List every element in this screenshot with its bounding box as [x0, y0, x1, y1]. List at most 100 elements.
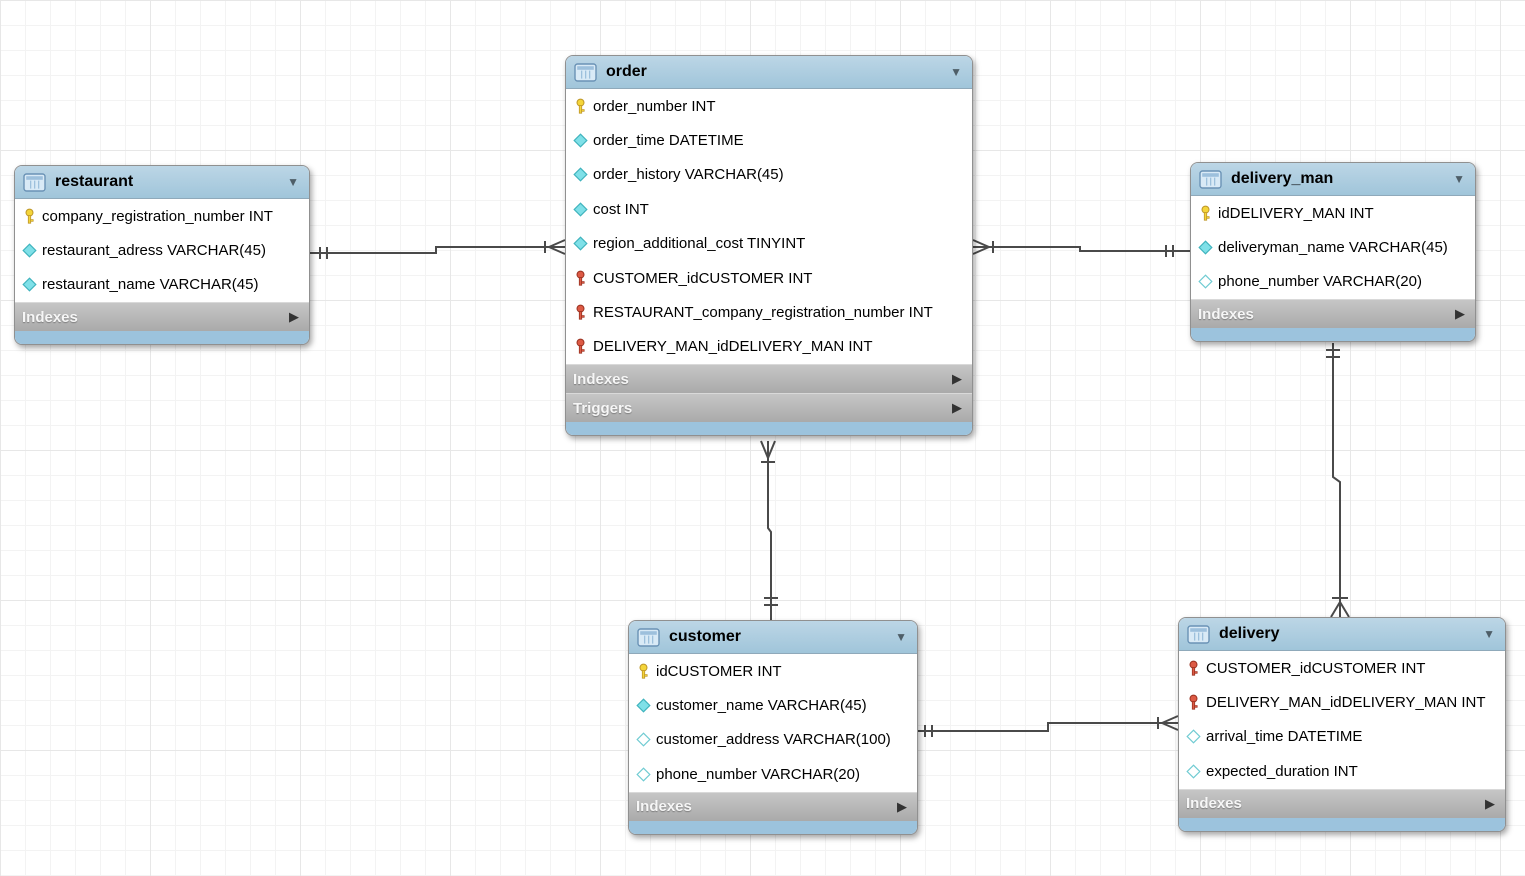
column-row[interactable]: phone_number VARCHAR(20) — [629, 757, 917, 792]
table-footer — [1191, 328, 1475, 342]
table-delivery[interactable]: delivery ▼ CUSTOMER_idCUSTOMER INT DELIVE… — [1178, 617, 1506, 832]
primary-key-icon — [1197, 205, 1213, 222]
collapse-arrow-icon[interactable]: ▼ — [287, 175, 299, 189]
expand-arrow-icon[interactable]: ▶ — [1455, 306, 1465, 322]
column-label: CUSTOMER_idCUSTOMER INT — [1206, 659, 1426, 677]
column-row[interactable]: deliveryman_name VARCHAR(45) — [1191, 230, 1475, 265]
column-row[interactable]: customer_address VARCHAR(100) — [629, 722, 917, 758]
column-row[interactable]: restaurant_name VARCHAR(45) — [15, 267, 309, 303]
column-row[interactable]: DELIVERY_MAN_idDELIVERY_MAN INT — [566, 329, 972, 365]
column-label: restaurant_adress VARCHAR(45) — [42, 242, 266, 260]
attribute-filled-icon — [572, 202, 588, 217]
table-header[interactable]: restaurant ▼ — [15, 166, 309, 199]
collapse-arrow-icon[interactable]: ▼ — [1483, 627, 1495, 641]
foreign-key-icon — [572, 338, 588, 355]
table-icon — [23, 172, 46, 192]
column-label: RESTAURANT_company_registration_number I… — [593, 304, 933, 322]
section-indexes[interactable]: Indexes ▶ — [566, 364, 972, 394]
primary-key-icon — [635, 663, 651, 680]
column-row[interactable]: arrival_time DATETIME — [1179, 719, 1505, 755]
section-triggers[interactable]: Triggers ▶ — [566, 393, 972, 423]
column-row[interactable]: order_number INT — [566, 89, 972, 124]
column-row[interactable]: expected_duration INT — [1179, 754, 1505, 789]
attribute-filled-icon — [21, 243, 37, 258]
section-indexes[interactable]: Indexes ▶ — [629, 791, 917, 821]
section-label: Indexes — [636, 798, 692, 816]
section-indexes[interactable]: Indexes ▶ — [1191, 299, 1475, 329]
column-label: deliveryman_name VARCHAR(45) — [1218, 239, 1448, 257]
table-icon — [1199, 169, 1222, 189]
relation-restaurant-order[interactable] — [310, 239, 566, 259]
relation-customer-delivery[interactable] — [918, 715, 1179, 737]
table-customer[interactable]: customer ▼ idCUSTOMER INT customer_name V… — [628, 620, 918, 835]
table-title: customer — [669, 628, 742, 645]
column-label: CUSTOMER_idCUSTOMER INT — [593, 269, 813, 287]
column-row[interactable]: phone_number VARCHAR(20) — [1191, 264, 1475, 300]
primary-key-icon — [572, 98, 588, 115]
table-icon — [574, 62, 597, 82]
table-footer — [629, 820, 917, 834]
column-row[interactable]: idCUSTOMER INT — [629, 654, 917, 689]
expand-arrow-icon[interactable]: ▶ — [289, 309, 299, 325]
column-row[interactable]: CUSTOMER_idCUSTOMER INT — [1179, 651, 1505, 686]
relation-delivery_man-delivery[interactable] — [1326, 343, 1350, 618]
collapse-arrow-icon[interactable]: ▼ — [950, 65, 962, 79]
table-footer — [15, 331, 309, 345]
collapse-arrow-icon[interactable]: ▼ — [1453, 172, 1465, 186]
section-indexes[interactable]: Indexes ▶ — [15, 302, 309, 332]
column-label: expected_duration INT — [1206, 762, 1358, 780]
section-label: Indexes — [1198, 305, 1254, 323]
attribute-filled-icon — [21, 277, 37, 293]
attribute-filled-icon — [1197, 240, 1213, 255]
column-row[interactable]: RESTAURANT_company_registration_number I… — [566, 295, 972, 330]
foreign-key-icon — [572, 304, 588, 321]
column-row[interactable]: region_additional_cost TINYINT — [566, 226, 972, 261]
table-title: delivery — [1219, 625, 1280, 642]
table-header[interactable]: delivery_man ▼ — [1191, 163, 1475, 196]
section-label: Indexes — [22, 308, 78, 326]
column-label: order_time DATETIME — [593, 132, 744, 150]
table-header[interactable]: order ▼ — [566, 56, 972, 89]
column-row[interactable]: cost INT — [566, 192, 972, 227]
attribute-filled-icon — [635, 698, 651, 713]
relation-order-delivery_man[interactable] — [972, 239, 1190, 257]
table-icon — [637, 627, 660, 647]
column-label: idCUSTOMER INT — [656, 662, 782, 680]
column-row[interactable]: CUSTOMER_idCUSTOMER INT — [566, 260, 972, 296]
table-title: delivery_man — [1231, 170, 1334, 187]
table-header[interactable]: delivery ▼ — [1179, 618, 1505, 651]
column-row[interactable]: order_history VARCHAR(45) — [566, 157, 972, 193]
expand-arrow-icon[interactable]: ▶ — [1485, 795, 1495, 811]
expand-arrow-icon[interactable]: ▶ — [952, 371, 962, 387]
column-label: arrival_time DATETIME — [1206, 728, 1363, 746]
column-label: customer_name VARCHAR(45) — [656, 697, 867, 715]
column-label: restaurant_name VARCHAR(45) — [42, 276, 259, 294]
attribute-hollow-icon — [1185, 764, 1201, 779]
section-label: Indexes — [1186, 795, 1242, 813]
column-row[interactable]: company_registration_number INT — [15, 199, 309, 234]
table-order[interactable]: order ▼ order_number INT order_time DATET… — [565, 55, 973, 437]
column-row[interactable]: customer_name VARCHAR(45) — [629, 688, 917, 723]
column-label: DELIVERY_MAN_idDELIVERY_MAN INT — [1206, 694, 1486, 712]
column-label: cost INT — [593, 200, 649, 218]
column-row[interactable]: order_time DATETIME — [566, 123, 972, 158]
section-label: Triggers — [573, 399, 633, 417]
expand-arrow-icon[interactable]: ▶ — [952, 400, 962, 416]
column-row[interactable]: idDELIVERY_MAN INT — [1191, 196, 1475, 231]
section-label: Indexes — [573, 370, 629, 388]
table-restaurant[interactable]: restaurant ▼ company_registration_number… — [14, 165, 310, 346]
section-indexes[interactable]: Indexes ▶ — [1179, 788, 1505, 818]
column-row[interactable]: restaurant_adress VARCHAR(45) — [15, 233, 309, 268]
table-icon — [1187, 624, 1210, 644]
expand-arrow-icon[interactable]: ▶ — [897, 798, 907, 814]
table-header[interactable]: customer ▼ — [629, 621, 917, 654]
relation-order-customer[interactable] — [760, 440, 778, 620]
table-title: restaurant — [55, 173, 134, 190]
attribute-hollow-icon — [1185, 729, 1201, 745]
column-row[interactable]: DELIVERY_MAN_idDELIVERY_MAN INT — [1179, 685, 1505, 720]
table-footer — [566, 422, 972, 436]
attribute-hollow-icon — [635, 732, 651, 748]
collapse-arrow-icon[interactable]: ▼ — [895, 630, 907, 644]
column-label: customer_address VARCHAR(100) — [656, 731, 891, 749]
